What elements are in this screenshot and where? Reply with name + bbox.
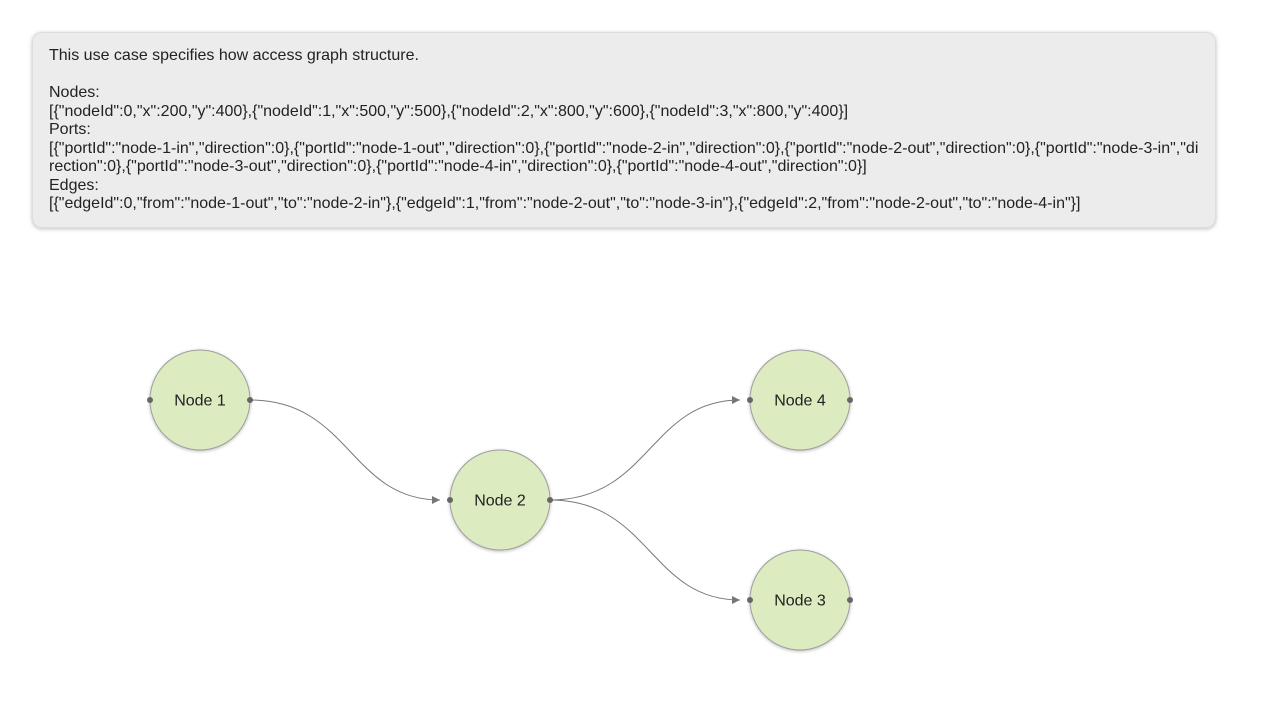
node-label: Node 3 — [774, 593, 826, 610]
port-node-1-out[interactable] — [247, 397, 253, 403]
nodes-label: Nodes: — [49, 84, 100, 101]
ports-label: Ports: — [49, 121, 91, 138]
edge-node-1-to-node-2[interactable] — [249, 399, 441, 504]
graph-node-4[interactable]: Node 4 — [747, 349, 853, 451]
edges-label: Edges: — [49, 176, 99, 194]
port-node-4-in[interactable] — [747, 397, 753, 403]
graph-node-2[interactable]: Node 2 — [447, 449, 553, 551]
graph-node-3[interactable]: Node 3 — [747, 549, 853, 651]
node-label: Node 4 — [774, 393, 826, 410]
graph-node-1[interactable]: Node 1 — [147, 349, 253, 451]
port-node-3-out[interactable] — [847, 597, 853, 603]
port-node-3-in[interactable] — [747, 597, 753, 603]
use-case-description-panel: This use case specifies how access graph… — [32, 32, 1216, 228]
port-node-2-in[interactable] — [447, 497, 453, 503]
edge-node-2-to-node-4[interactable] — [549, 396, 741, 501]
port-node-1-in[interactable] — [147, 397, 153, 403]
node-label: Node 2 — [474, 493, 526, 510]
intro-text: This use case specifies how access graph… — [49, 47, 419, 64]
node-label: Node 1 — [174, 393, 226, 410]
edge-node-2-to-node-3[interactable] — [549, 499, 741, 604]
edges-json: [{"edgeId":0,"from":"node-1-out","to":"n… — [49, 195, 1081, 212]
nodes-json: [{"nodeId":0,"x":200,"y":400},{"nodeId":… — [49, 102, 849, 120]
edges-layer — [249, 396, 741, 604]
ports-json: [{"portId":"node-1-in","direction":0},{"… — [49, 139, 1199, 176]
port-node-4-out[interactable] — [847, 397, 853, 403]
port-node-2-out[interactable] — [547, 497, 553, 503]
